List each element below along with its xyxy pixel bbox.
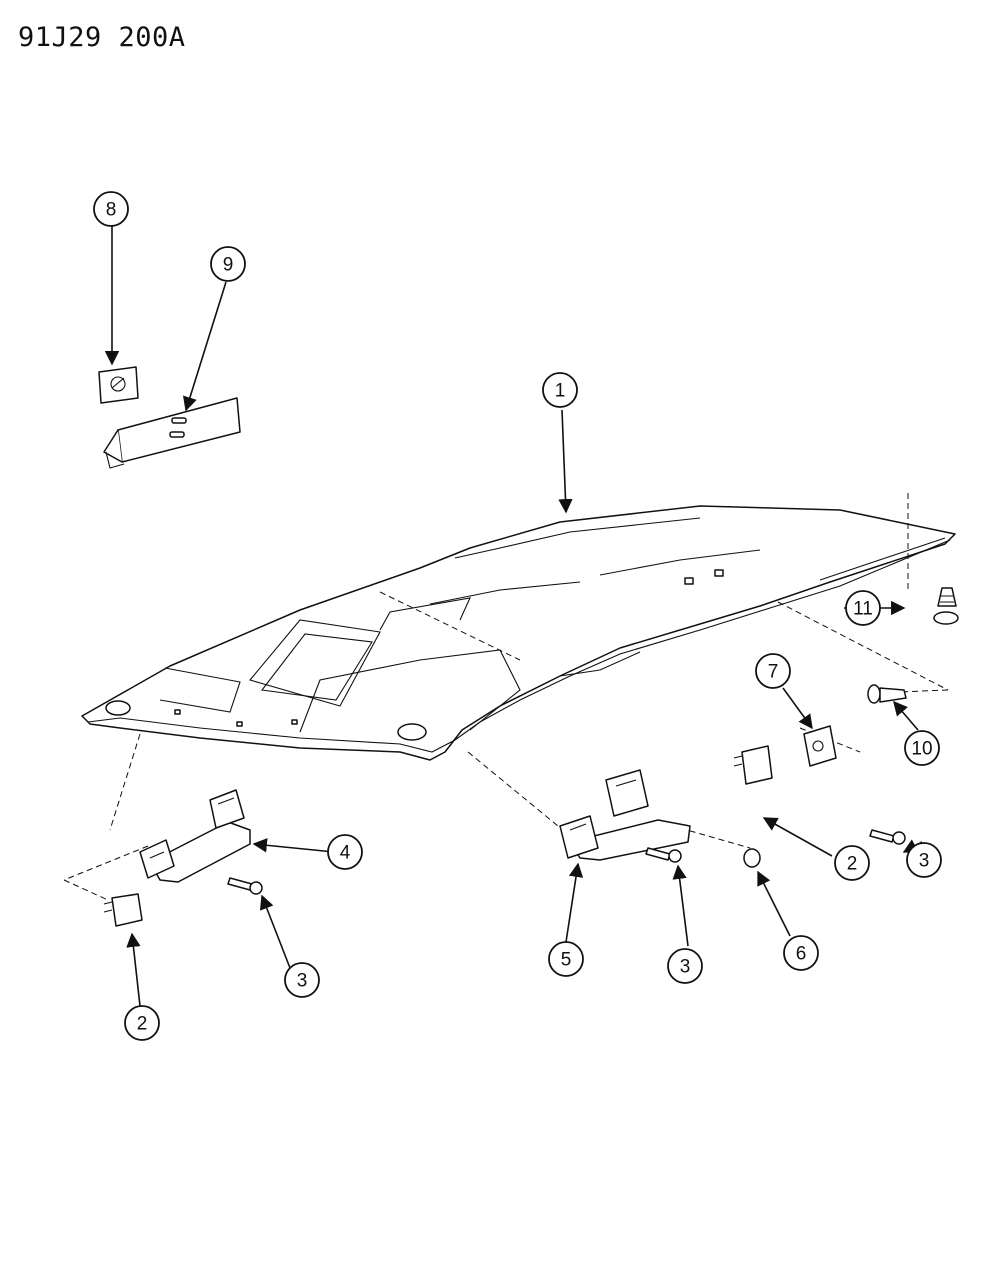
cover-part-2-left [103, 893, 143, 927]
callout-7: 7 [755, 653, 791, 689]
clip-part-8 [98, 366, 139, 404]
bracket-part-9 [103, 397, 241, 469]
callout-4: 4 [327, 834, 363, 870]
svg-text:11: 11 [853, 599, 873, 620]
callout-11: 11 [845, 590, 881, 626]
retainer-part-11 [933, 587, 959, 625]
callout-2-left: 2 [124, 1005, 160, 1041]
grab-handle-part-4 [139, 789, 251, 883]
callout-1: 1 [542, 372, 578, 408]
callout-3-center: 3 [667, 948, 703, 984]
callout-10: 10 [904, 730, 940, 766]
callout-3-left: 3 [284, 962, 320, 998]
callout-3-right: 3 [906, 842, 942, 878]
leader-arrows [104, 226, 923, 1007]
svg-text:1: 1 [555, 381, 566, 402]
callout-5: 5 [548, 941, 584, 977]
screw-part-3-left [227, 877, 263, 895]
callout-6: 6 [783, 935, 819, 971]
bracket-part-7 [803, 725, 837, 767]
svg-text:8: 8 [106, 200, 117, 221]
svg-text:3: 3 [919, 851, 930, 872]
svg-text:4: 4 [340, 843, 351, 864]
assembly-centerlines [63, 493, 949, 901]
grab-handle-part-5 [559, 769, 691, 861]
callout-8: 8 [93, 191, 129, 227]
callout-2-right: 2 [834, 845, 870, 881]
headliner-panel [81, 505, 956, 761]
plug-part-6 [743, 848, 761, 868]
svg-text:3: 3 [297, 971, 308, 992]
callout-9: 9 [210, 246, 246, 282]
svg-text:5: 5 [561, 950, 572, 971]
drawing-number: 91J29 200A [18, 22, 186, 53]
svg-text:10: 10 [911, 739, 932, 760]
push-fastener-part-10 [867, 684, 907, 704]
svg-text:9: 9 [223, 255, 234, 276]
cover-part-2-right [733, 745, 773, 785]
svg-text:6: 6 [796, 944, 807, 965]
svg-text:2: 2 [137, 1014, 148, 1035]
svg-text:3: 3 [680, 957, 691, 978]
screw-part-3-center [645, 847, 682, 863]
svg-text:7: 7 [768, 662, 779, 683]
screw-part-3-right [869, 829, 906, 845]
svg-text:2: 2 [847, 854, 858, 875]
